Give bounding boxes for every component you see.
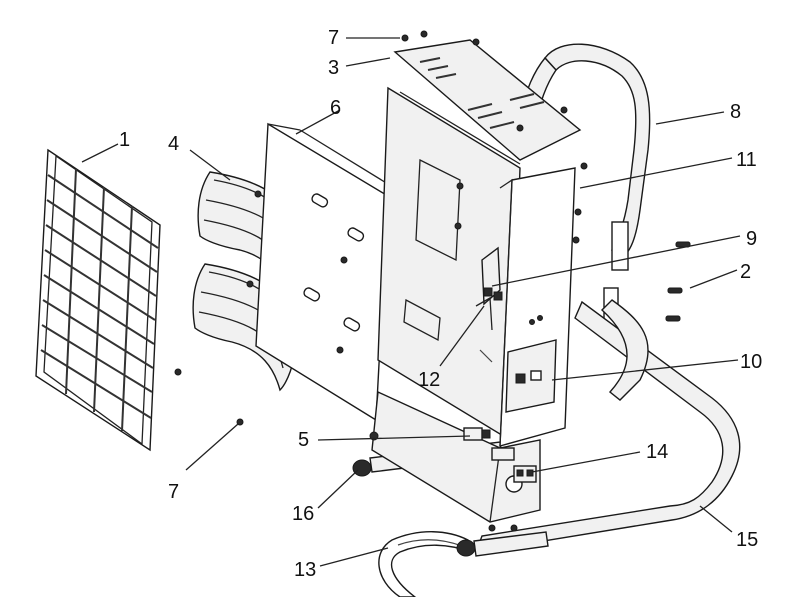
callout-9: 9 — [746, 228, 757, 250]
end-cap — [352, 459, 476, 557]
callout-labels: 1 2 3 4 5 6 7 7 8 9 10 11 12 13 14 15 16 — [119, 27, 762, 581]
wire-guard — [35, 148, 161, 452]
callout-8: 8 — [730, 101, 741, 123]
callout-15: 15 — [736, 529, 758, 551]
callout-5: 5 — [298, 429, 309, 451]
screws — [174, 30, 691, 532]
callout-3: 3 — [328, 57, 339, 79]
callout-10: 10 — [740, 351, 762, 373]
terminal-block — [491, 447, 537, 483]
top-cover — [393, 39, 582, 161]
control-plate — [505, 315, 557, 413]
callout-2: 2 — [740, 261, 751, 283]
callout-13: 13 — [294, 559, 316, 581]
front-panel — [255, 122, 389, 422]
callout-12: 12 — [418, 369, 440, 391]
callout-11: 11 — [736, 149, 757, 171]
callout-14: 14 — [646, 441, 668, 463]
callout-7-bottom: 7 — [168, 481, 179, 503]
callout-6: 6 — [330, 97, 341, 119]
callout-16: 16 — [292, 503, 314, 525]
leader-lines — [81, 37, 741, 567]
switch — [463, 427, 491, 441]
internal-element — [475, 296, 493, 363]
callout-4: 4 — [168, 133, 179, 155]
callout-1: 1 — [119, 129, 130, 151]
thermostat-bracket — [481, 246, 503, 306]
callout-7-top: 7 — [328, 27, 339, 49]
